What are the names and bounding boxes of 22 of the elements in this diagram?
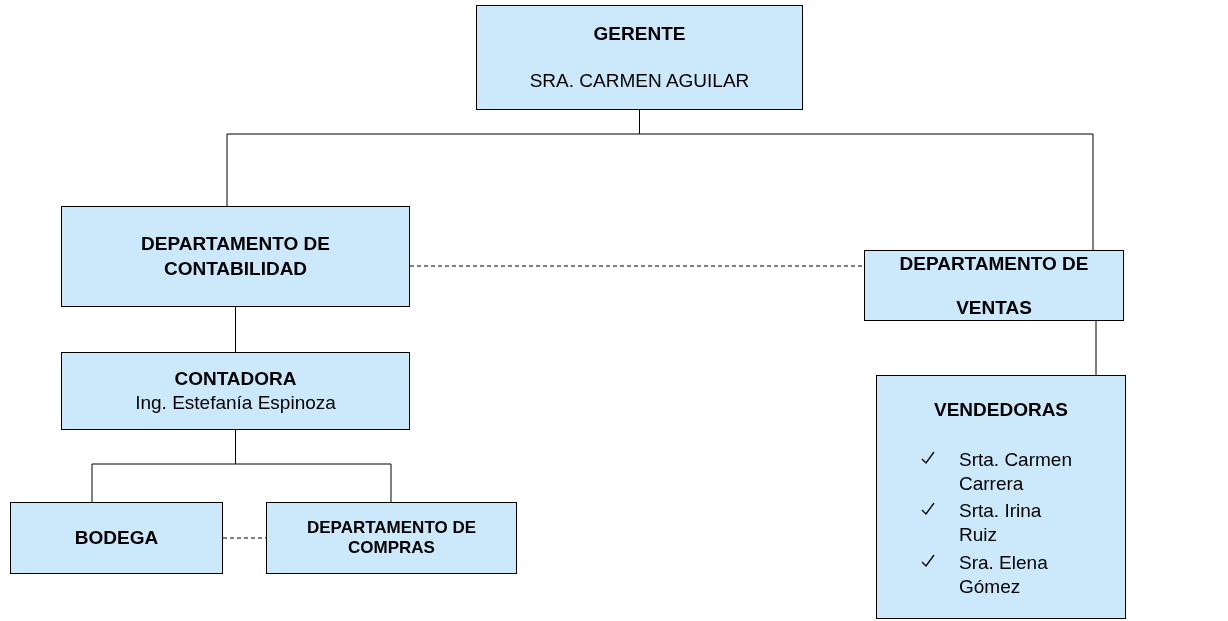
box-title: BODEGA [74,526,159,550]
box-title: DEPARTAMENTO DE VENTAS [899,251,1089,320]
connector-line [235,306,236,353]
org-box [876,375,1126,619]
connector-line [1095,320,1097,376]
connector-line [409,265,865,267]
org-box [266,502,517,574]
org-box [61,206,410,307]
box-title: DEPARTAMENTO DE CONTABILIDAD [140,231,331,281]
person-name: Srta. Irina Ruiz [959,499,1043,547]
org-box [61,352,410,430]
box-title: DEPARTAMENTO DE COMPRAS [305,517,478,559]
box-title: GERENTE [593,21,686,46]
person-name: Srta. Carmen Carrera [959,447,1073,496]
box-title: CONTADORA [174,367,297,391]
org-box [476,5,803,110]
org-box [864,250,1124,321]
org-box [10,502,223,574]
person-name: Sra. Elena Gómez [959,550,1049,599]
box-subtitle: Ing. Estefanía Espinoza [135,391,336,415]
box-title: VENDEDORAS [933,398,1069,422]
box-subtitle: SRA. CARMEN AGUILAR [529,69,750,94]
